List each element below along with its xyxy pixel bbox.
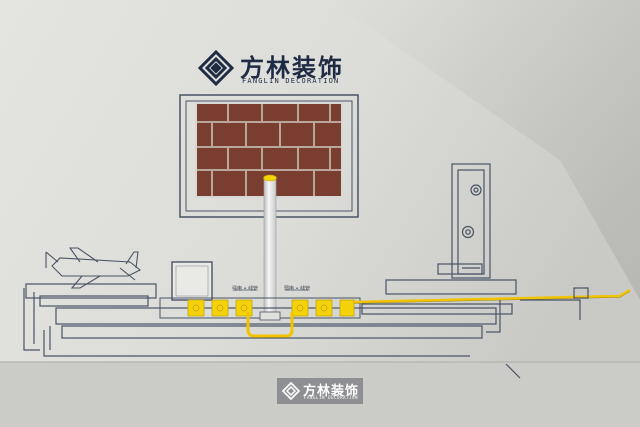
left-stencil-frames xyxy=(23,283,513,357)
wall-shadow xyxy=(330,0,640,300)
drain-pipe xyxy=(263,174,277,315)
airplane-stencil-icon xyxy=(45,247,142,289)
pipe-base xyxy=(259,311,281,321)
brand-logo-bottom: 方林装饰 FANGLIN DECORATION xyxy=(277,378,363,404)
brand-name-cn-bottom: 方林装饰 xyxy=(303,384,360,399)
right-stencil-frames xyxy=(385,263,589,379)
brand-logo-top: 方林装饰 FANGLIN DECORATION xyxy=(198,48,348,90)
left-small-label: 强电 • 线管 xyxy=(232,286,259,292)
conduit-right-run xyxy=(353,288,631,304)
conduit-u-bend xyxy=(246,312,294,338)
diamond-logo-icon xyxy=(282,382,300,400)
diamond-logo-icon xyxy=(198,50,234,86)
brand-name-cn: 方林装饰 xyxy=(240,54,344,82)
brand-name-en: FANGLIN DECORATION xyxy=(242,77,340,85)
outlet-box-left xyxy=(171,261,213,301)
junction-box-row xyxy=(159,297,361,319)
brand-name-en-bottom: FANGLIN DECORATION xyxy=(304,395,359,400)
right-small-label: 弱电 • 线管 xyxy=(284,286,311,292)
